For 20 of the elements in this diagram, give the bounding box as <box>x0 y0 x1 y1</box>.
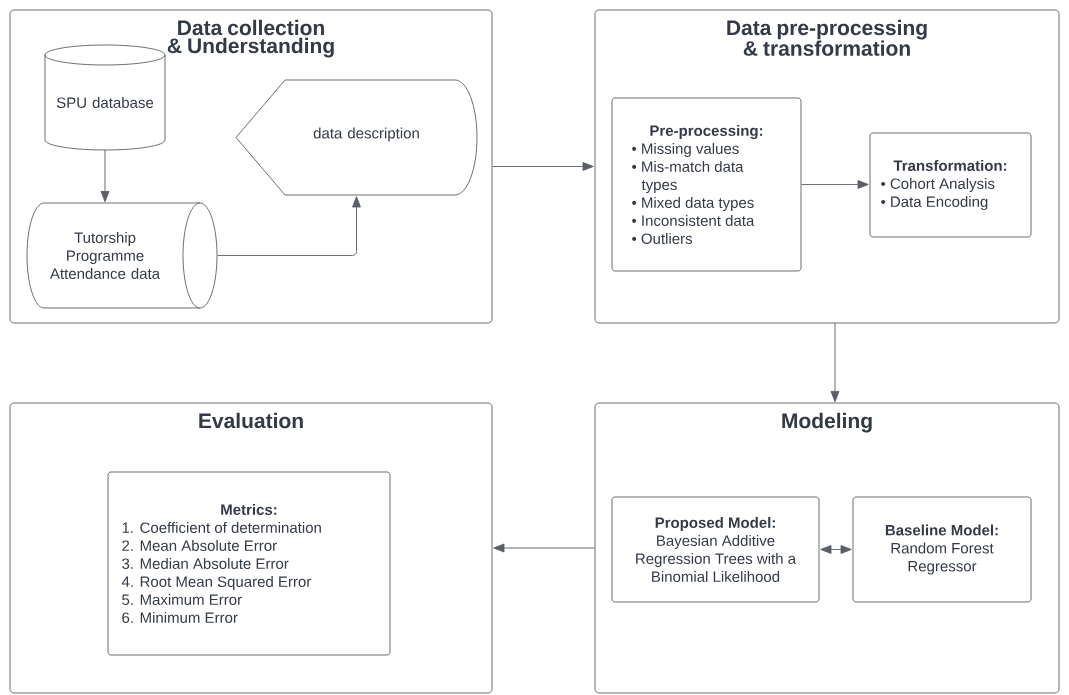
arrow <box>217 196 361 256</box>
storage-cylinder: Tutorship Programme Attendance data <box>26 202 218 309</box>
arrow <box>100 149 110 203</box>
node-label: Tutorship Programme Attendance data <box>49 231 161 279</box>
process-box: Pre-processing: • Missing values • Mis-match data types • Mixed data types • Inconsistent data • Outliers <box>611 97 802 272</box>
arrow <box>801 180 869 189</box>
panel-title: Data collection & Understanding <box>167 19 334 58</box>
process-box: Baseline Model: Random Forest Regressor <box>852 496 1032 603</box>
process-box: Transformation: • Cohort Analysis • Data Encoding <box>869 132 1032 238</box>
arrow <box>830 322 840 403</box>
process-box: Proposed Model: Bayesian Additive Regression Trees with a Binomial Likelihood <box>611 496 820 603</box>
arrow <box>820 545 852 554</box>
node-label: SPU database <box>56 96 154 108</box>
panel-title: Evaluation <box>199 412 303 429</box>
panel-title: Modeling <box>782 412 872 433</box>
arrow <box>493 543 595 553</box>
panel-title: Data pre-processing & transformation <box>727 19 927 56</box>
arrow <box>492 162 594 171</box>
database-cylinder: SPU database <box>44 44 166 151</box>
process-box: Metrics: 1. Coefficient of determination 2. Mean Absolute Error 3. Median Absolute Error 4. Root Mean Squared Error 5. Maximum Error 6. Minimum Error <box>107 471 391 656</box>
